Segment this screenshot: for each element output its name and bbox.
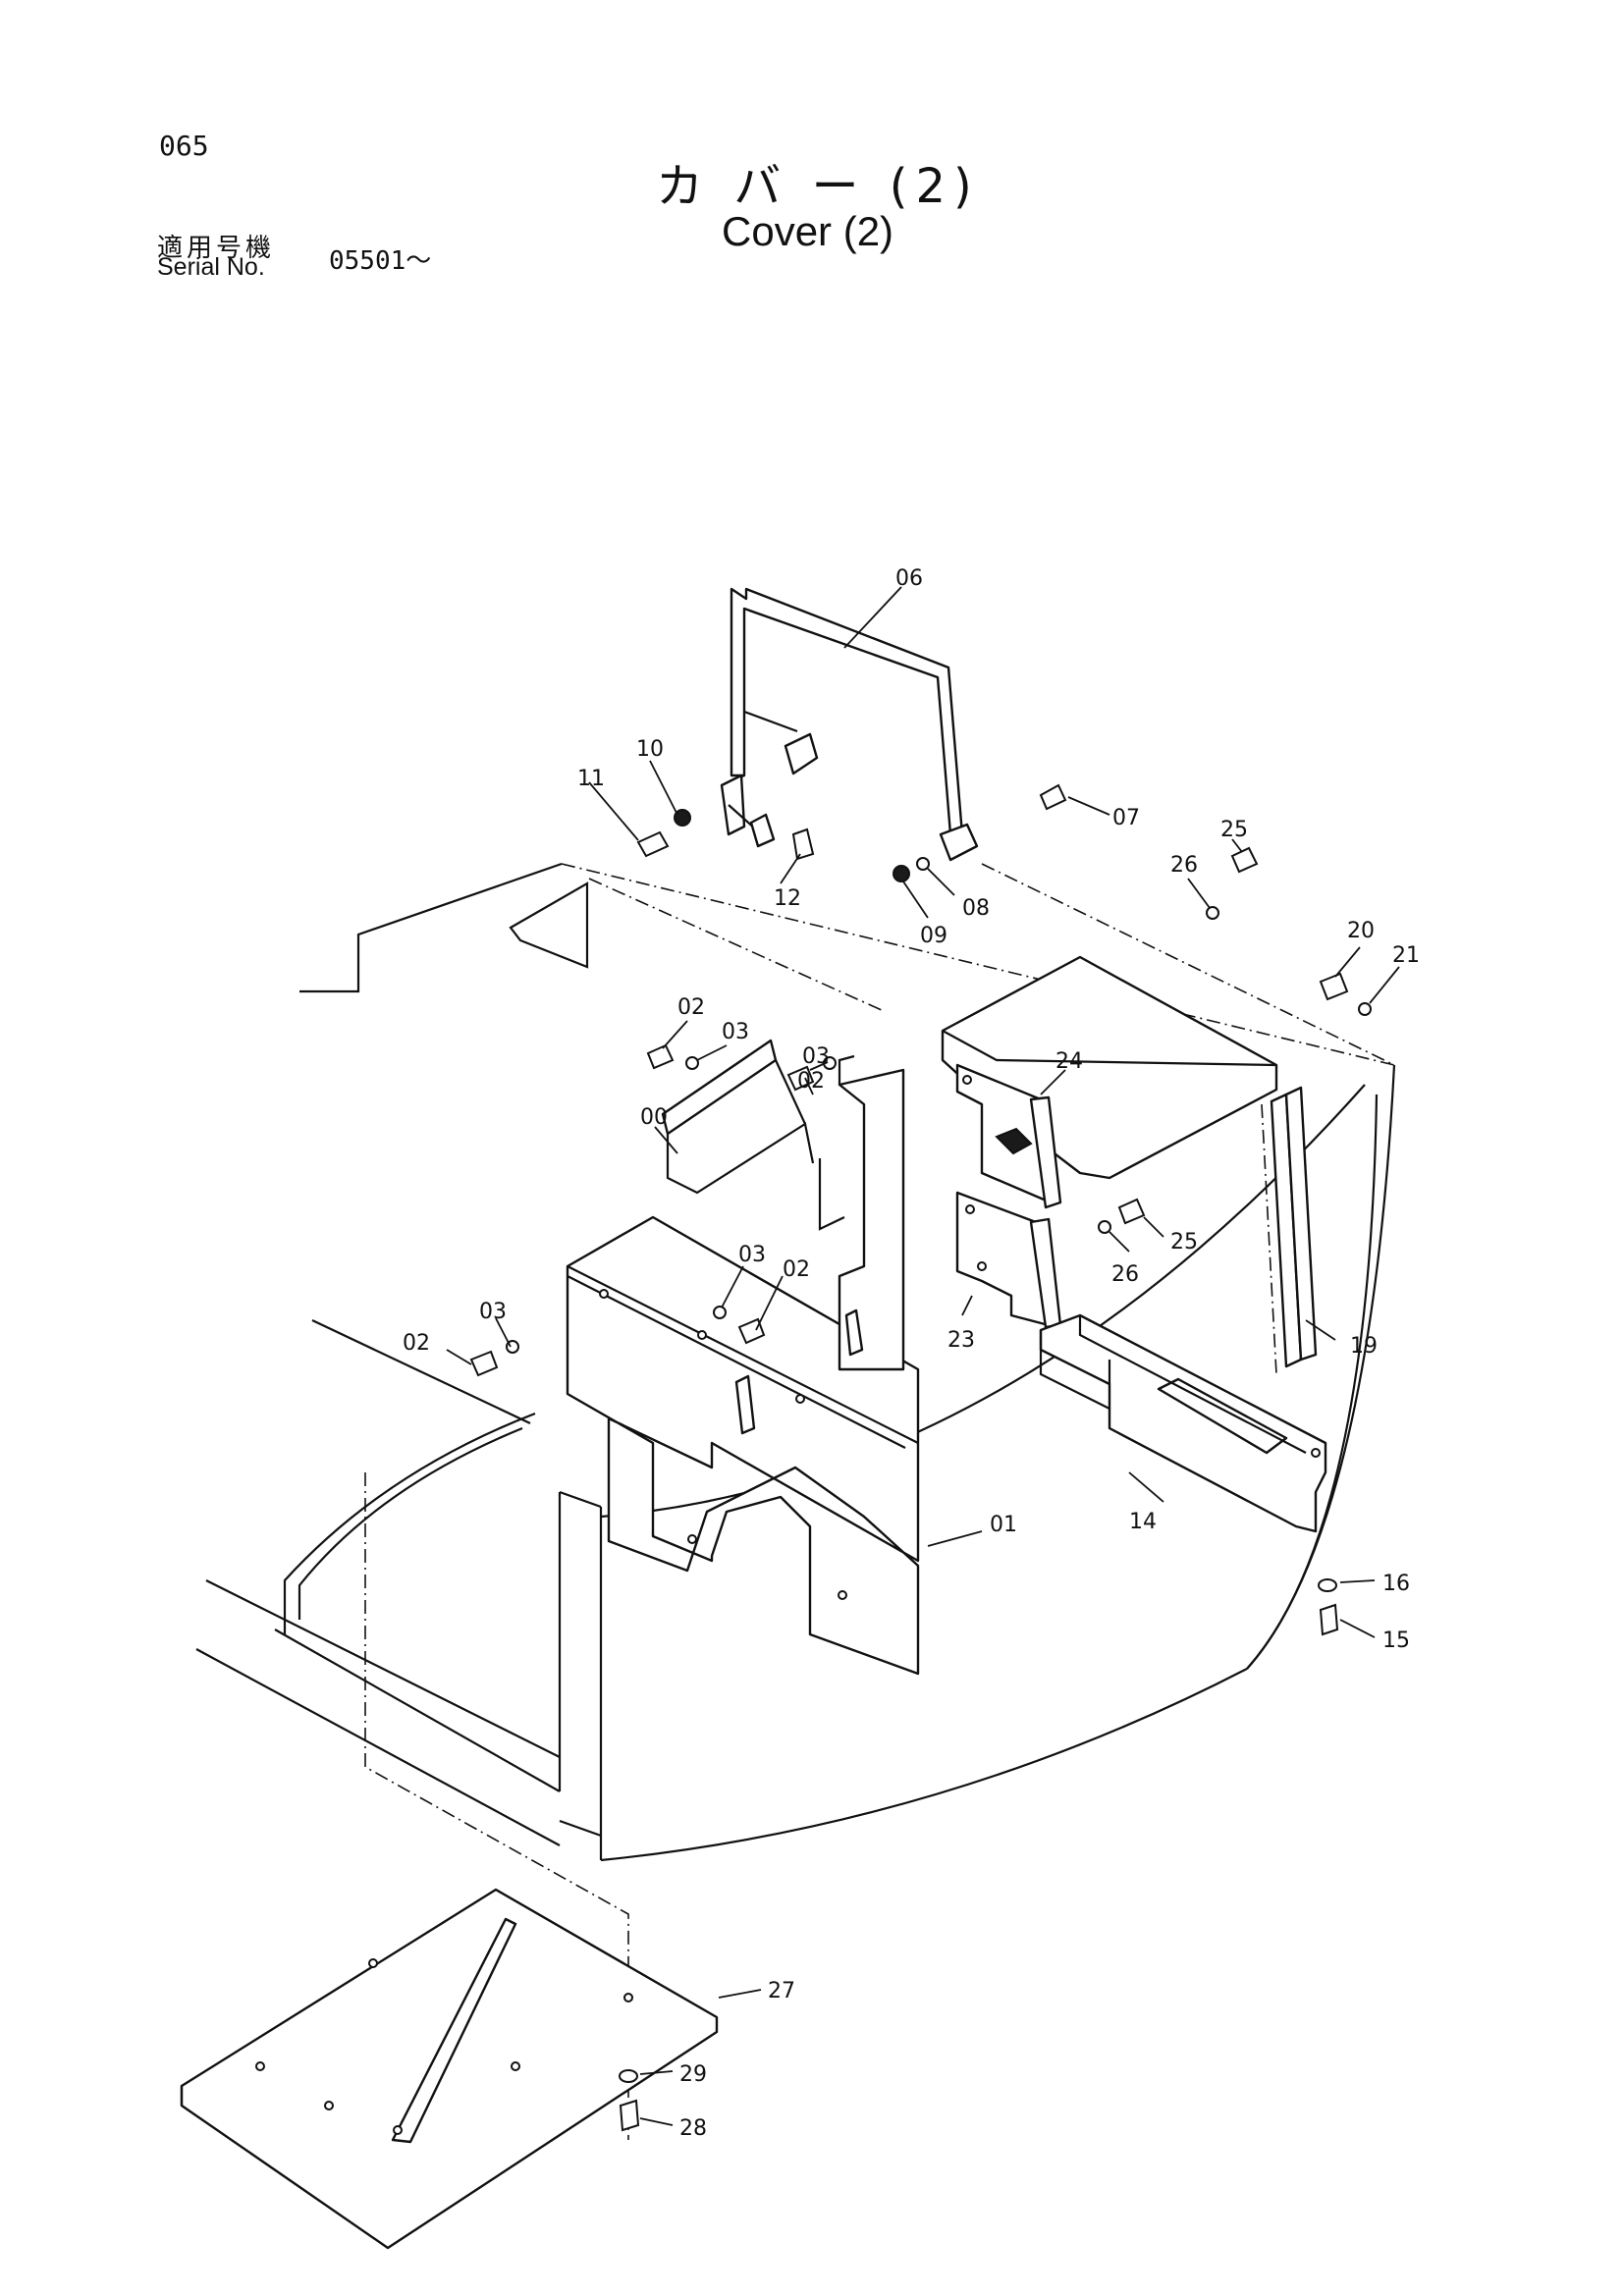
serial-number-range: 05501～: [329, 246, 432, 276]
callout-14: 14: [1129, 1510, 1157, 1534]
callout-labels: 06 10 11 07 12 08 09 25 26 20 21 02 03 0…: [403, 566, 1420, 2141]
callout-27: 27: [768, 1979, 795, 2003]
cover-panel-part-01: [566, 1215, 920, 1676]
callout-02-left: 02: [403, 1331, 430, 1356]
plate-part-24: [955, 1063, 1062, 1209]
callout-09: 09: [920, 924, 947, 948]
callout-03-upper-left: 03: [722, 1020, 749, 1044]
callout-28: 28: [679, 2116, 707, 2141]
callout-21: 21: [1392, 943, 1420, 968]
plate-part-23: [955, 1191, 1062, 1329]
callout-24: 24: [1055, 1049, 1083, 1074]
tray-part-14: [1039, 1313, 1327, 1533]
callout-03-left: 03: [479, 1300, 507, 1324]
callout-06: 06: [895, 566, 923, 591]
serial-label-japanese: 適用号機: [157, 234, 276, 263]
leader-lines: [446, 586, 1400, 2126]
callout-23: 23: [947, 1328, 975, 1353]
callout-03-upper-right: 03: [802, 1044, 830, 1069]
bracket-part-00: [661, 1039, 905, 1371]
callout-02-middle: 02: [783, 1257, 810, 1282]
hood-panel: [509, 881, 589, 969]
callout-26-middle: 26: [1111, 1262, 1139, 1287]
callout-10: 10: [636, 737, 664, 762]
callout-12: 12: [774, 886, 801, 911]
callout-25-middle: 25: [1170, 1230, 1198, 1255]
page-title-japanese: カ バ ー (2): [656, 159, 980, 214]
handrail-part-06: [720, 587, 979, 862]
callout-20: 20: [1347, 919, 1375, 943]
callout-16: 16: [1382, 1572, 1410, 1596]
callout-03-middle: 03: [738, 1243, 766, 1267]
strip-part-19: [1261, 1086, 1318, 1375]
callout-25-top: 25: [1220, 818, 1248, 842]
callout-11: 11: [577, 767, 605, 791]
callout-26-top: 26: [1170, 853, 1198, 878]
callout-00: 00: [640, 1105, 668, 1130]
machine-outline: [195, 862, 1396, 2140]
floor-plate-part-27: [180, 1888, 719, 2250]
callout-02-upper-right: 02: [797, 1069, 825, 1094]
page-title-english: Cover (2): [722, 208, 894, 254]
callout-02-upper-left: 02: [677, 995, 705, 1020]
fasteners: [469, 783, 1372, 2132]
callout-15: 15: [1382, 1629, 1410, 1653]
callout-07: 07: [1112, 806, 1140, 830]
callout-19: 19: [1350, 1334, 1378, 1359]
callout-29: 29: [679, 2062, 707, 2087]
callout-08: 08: [962, 896, 990, 921]
callout-01: 01: [990, 1513, 1017, 1537]
serial-label-english: Serial No.: [157, 253, 265, 281]
page-number: 065: [159, 130, 209, 162]
